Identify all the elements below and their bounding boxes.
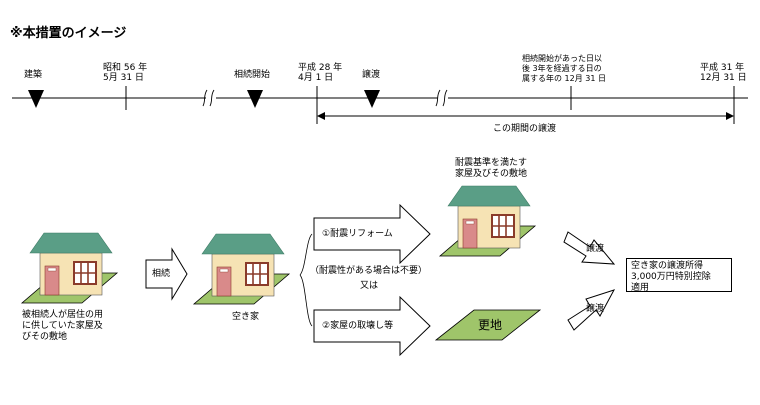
arrow-souzoku bbox=[145, 247, 188, 301]
arrow-option2 bbox=[313, 295, 431, 357]
label-heisei31-1: 平成 31 年 bbox=[700, 63, 745, 73]
label-heisei28-2: 4月 1 日 bbox=[298, 73, 334, 83]
timeline-break-1 bbox=[202, 89, 215, 107]
arrow-jouto-1 bbox=[563, 231, 616, 265]
house-reformed bbox=[439, 185, 536, 257]
label-three-year-3: 属する年の 12月 31 日 bbox=[522, 74, 606, 83]
label-three-year-2: 後 3年を経過する日の bbox=[522, 64, 602, 73]
label-mata-wa: 又は bbox=[360, 281, 379, 291]
label-house-original-2: に供していた家屋及 bbox=[22, 321, 103, 331]
label-result-reformed-1: 耐震基準を満たす bbox=[455, 158, 528, 168]
label-house-original-1: 被相続人が居住の用 bbox=[22, 310, 104, 320]
label-period: この期間の譲渡 bbox=[493, 124, 557, 134]
label-result-reformed-2: 家屋及びその敷地 bbox=[455, 169, 528, 179]
label-showa-2: 5月 31 日 bbox=[103, 73, 144, 83]
sarachi-plot bbox=[434, 309, 542, 341]
label-showa-1: 昭和 56 年 bbox=[103, 63, 148, 73]
deduction-box: 空き家の譲渡所得 3,000万円特別控除 適用 bbox=[626, 258, 732, 293]
label-option-reform: ①耐震リフォーム bbox=[322, 229, 393, 239]
timeline-break-2 bbox=[435, 89, 448, 107]
event-marker-kenchiku bbox=[28, 90, 44, 108]
event-marker-jouto bbox=[364, 90, 380, 108]
house-akiya bbox=[193, 233, 290, 305]
label-heisei28-1: 平成 28 年 bbox=[298, 63, 343, 73]
label-sarachi: 更地 bbox=[478, 318, 503, 332]
label-option-note: （耐震性がある場合は不要） bbox=[310, 266, 428, 276]
label-jouto-1: 譲渡 bbox=[586, 244, 605, 254]
label-akiya: 空き家 bbox=[232, 312, 260, 322]
arrow-jouto-2 bbox=[567, 289, 616, 331]
branch-connector bbox=[299, 233, 313, 327]
deduction-line-2: 3,000万円特別控除 bbox=[631, 272, 711, 282]
label-souzoku: 相続 bbox=[152, 269, 171, 279]
deduction-line-3: 適用 bbox=[631, 283, 650, 293]
page-title: ※本措置のイメージ bbox=[10, 26, 127, 41]
timeline bbox=[12, 86, 748, 124]
event-marker-souzoku bbox=[247, 90, 263, 108]
label-souzoku-kaishi: 相続開始 bbox=[234, 70, 271, 80]
house-original bbox=[21, 232, 118, 304]
arrow-option1 bbox=[313, 203, 431, 265]
label-heisei31-2: 12月 31 日 bbox=[700, 73, 747, 83]
label-jouto-timeline: 譲渡 bbox=[362, 70, 381, 80]
label-three-year-1: 相続開始があった日以 bbox=[522, 54, 602, 63]
label-option-demolish: ②家屋の取壊し等 bbox=[322, 321, 394, 331]
label-house-original-3: びその敷地 bbox=[22, 332, 68, 342]
deduction-line-1: 空き家の譲渡所得 bbox=[631, 261, 704, 271]
label-kenchiku: 建築 bbox=[24, 70, 43, 80]
label-jouto-2: 譲渡 bbox=[586, 304, 605, 314]
